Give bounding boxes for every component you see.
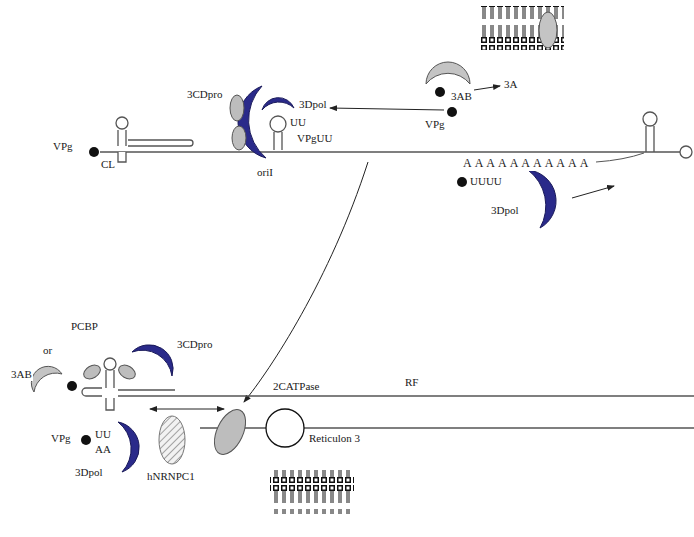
molecule-label: 3AB — [10, 368, 33, 381]
protein-hnrnpc1 — [159, 416, 185, 464]
orii-loop — [270, 116, 286, 132]
molecule-label: VPg — [50, 432, 72, 445]
molecule-label: 3CDpro — [176, 338, 213, 351]
protein-3ab — [31, 366, 62, 392]
molecule-label: 3CDpro — [186, 88, 223, 101]
vpg-dot — [67, 381, 77, 391]
protein-pcbp — [81, 362, 103, 381]
membrane-bilayer — [480, 6, 564, 50]
protein-3ab — [426, 62, 470, 84]
loop — [104, 358, 116, 370]
stem — [118, 130, 126, 146]
protein-subunit — [230, 95, 244, 121]
cleavage-arrow — [474, 86, 500, 90]
membrane-bilayer — [270, 470, 354, 514]
stem — [128, 140, 193, 146]
vpg-dot — [447, 107, 457, 117]
loop — [643, 112, 657, 126]
elongation-arrow — [572, 186, 614, 198]
protein-2c — [208, 405, 252, 459]
sequence-label: AAAAAAAAAAA — [462, 157, 592, 171]
molecule-label: 3A — [503, 78, 518, 91]
protein-subunit — [232, 126, 246, 150]
molecule-label: or — [42, 344, 53, 357]
stem — [106, 398, 114, 410]
stem — [646, 126, 654, 152]
molecule-label: 3Dpol — [490, 204, 520, 217]
cloverleaf — [116, 117, 193, 162]
molecule-label: VPg — [52, 140, 74, 153]
vpg-dot — [457, 177, 467, 187]
molecule-label: RF — [404, 376, 419, 389]
vpg-dot — [89, 147, 99, 157]
interaction-arrow — [150, 409, 224, 410]
molecule-label: UU — [94, 428, 112, 441]
molecule-label: UU — [289, 116, 307, 129]
vpg-dot — [81, 435, 91, 445]
orii-stem — [274, 132, 282, 150]
protein-3d — [262, 98, 294, 110]
molecule-label: 2CATPase — [272, 380, 320, 393]
molecule-label: CL — [100, 158, 116, 171]
molecule-label: 3Dpol — [74, 466, 104, 479]
molecule-label: hNRNPC1 — [146, 470, 196, 483]
molecule-label: 3AB — [450, 90, 473, 103]
molecule-label: 3Dpol — [298, 98, 328, 111]
protein-3d — [528, 170, 556, 228]
membrane-protein — [539, 12, 557, 48]
stem — [106, 370, 114, 388]
transfer-arrow — [244, 162, 368, 402]
molecule-label: oriI — [256, 166, 274, 179]
molecule-label: PCBP — [70, 320, 99, 333]
protein-3cd — [132, 345, 173, 376]
rna-strand — [100, 151, 680, 153]
protein-pcbp — [116, 362, 138, 381]
polya-tail — [596, 153, 644, 162]
rna-strand — [175, 395, 694, 397]
stem — [118, 390, 175, 396]
molecule-label: VPgUU — [296, 132, 333, 145]
protein-3d — [118, 422, 139, 472]
loop — [116, 117, 128, 129]
molecule-label: AA — [94, 443, 112, 456]
uridylylation-arrow — [330, 108, 444, 110]
loop — [680, 146, 692, 158]
molecule-label: UUUU — [469, 175, 503, 188]
protein-reticulon — [266, 409, 304, 447]
stem — [82, 388, 102, 396]
molecule-label: VPg — [424, 118, 446, 131]
cloverleaf — [82, 358, 175, 410]
vpg-dot — [435, 87, 445, 97]
stem — [118, 152, 126, 162]
molecule-label: Reticulon 3 — [308, 432, 361, 445]
